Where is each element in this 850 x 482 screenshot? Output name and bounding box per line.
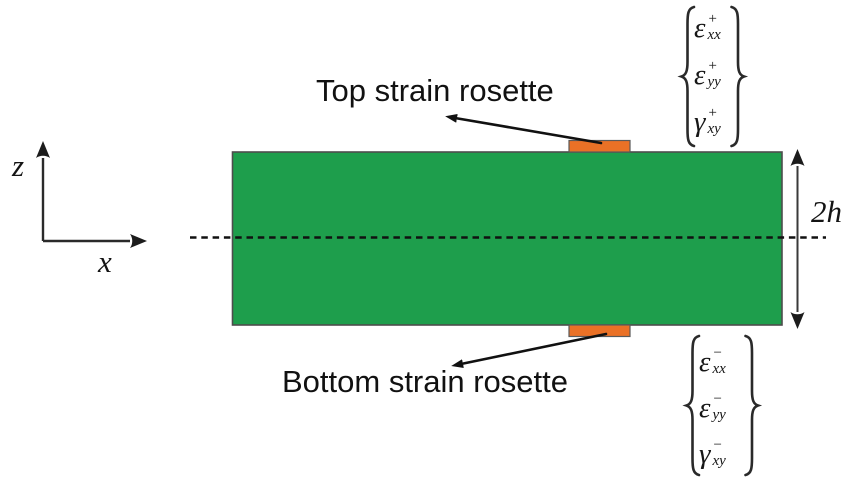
strain-symbol: ε: [694, 11, 706, 44]
strain-symbol: ε: [699, 391, 711, 424]
strain-superscript: −: [712, 437, 723, 454]
strain-subscript: xx: [707, 27, 721, 43]
strain-symbol: ε: [699, 345, 711, 378]
top-rosette-leader-line: [445, 113, 603, 145]
strain-superscript: +: [707, 11, 718, 28]
strain-symbol: ε: [694, 58, 706, 91]
top-strain-component-exx: ε + xx: [694, 7, 721, 49]
bottom-strain-component-gxy: γ − xy: [699, 433, 726, 475]
strain-symbol: γ: [694, 105, 706, 138]
strain-subscript: xx: [712, 361, 726, 377]
bottom-strain-component-eyy: ε − yy: [699, 387, 726, 429]
strain-subscript: xy: [707, 121, 721, 137]
bottom-rosette-label: Bottom strain rosette: [282, 364, 569, 399]
top-strain-component-eyy: ε + yy: [694, 54, 721, 96]
strain-subscript: yy: [707, 74, 721, 90]
strain-scripts: + yy: [707, 58, 721, 91]
bottom-vector-right-brace: [744, 334, 763, 477]
strain-scripts: − yy: [712, 391, 726, 424]
strain-superscript: +: [707, 105, 718, 122]
z-axis-label: z: [12, 148, 25, 183]
top-strain-rosette-patch: [568, 139, 631, 153]
strain-scripts: + xx: [707, 11, 721, 44]
top-rosette-label: Top strain rosette: [316, 73, 554, 108]
strain-subscript: yy: [712, 407, 726, 423]
bottom-strain-component-exx: ε − xx: [699, 341, 726, 383]
strain-symbol: γ: [699, 437, 711, 470]
thickness-dimension-label: 2h: [811, 194, 842, 229]
strain-scripts: − xx: [712, 345, 726, 378]
x-axis-label: x: [98, 244, 112, 279]
bottom-rosette-leader-line: [451, 332, 608, 369]
top-vector-right-brace: [730, 5, 749, 148]
top-vector-left-brace: [677, 5, 696, 148]
strain-scripts: − xy: [712, 437, 726, 470]
strain-scripts: + xy: [707, 105, 721, 138]
strain-superscript: −: [712, 345, 723, 362]
bottom-vector-left-brace: [682, 334, 701, 477]
strain-superscript: −: [712, 391, 723, 408]
top-strain-component-gxy: γ + xy: [694, 101, 721, 143]
strain-subscript: xy: [712, 453, 726, 469]
strain-superscript: +: [707, 58, 718, 75]
